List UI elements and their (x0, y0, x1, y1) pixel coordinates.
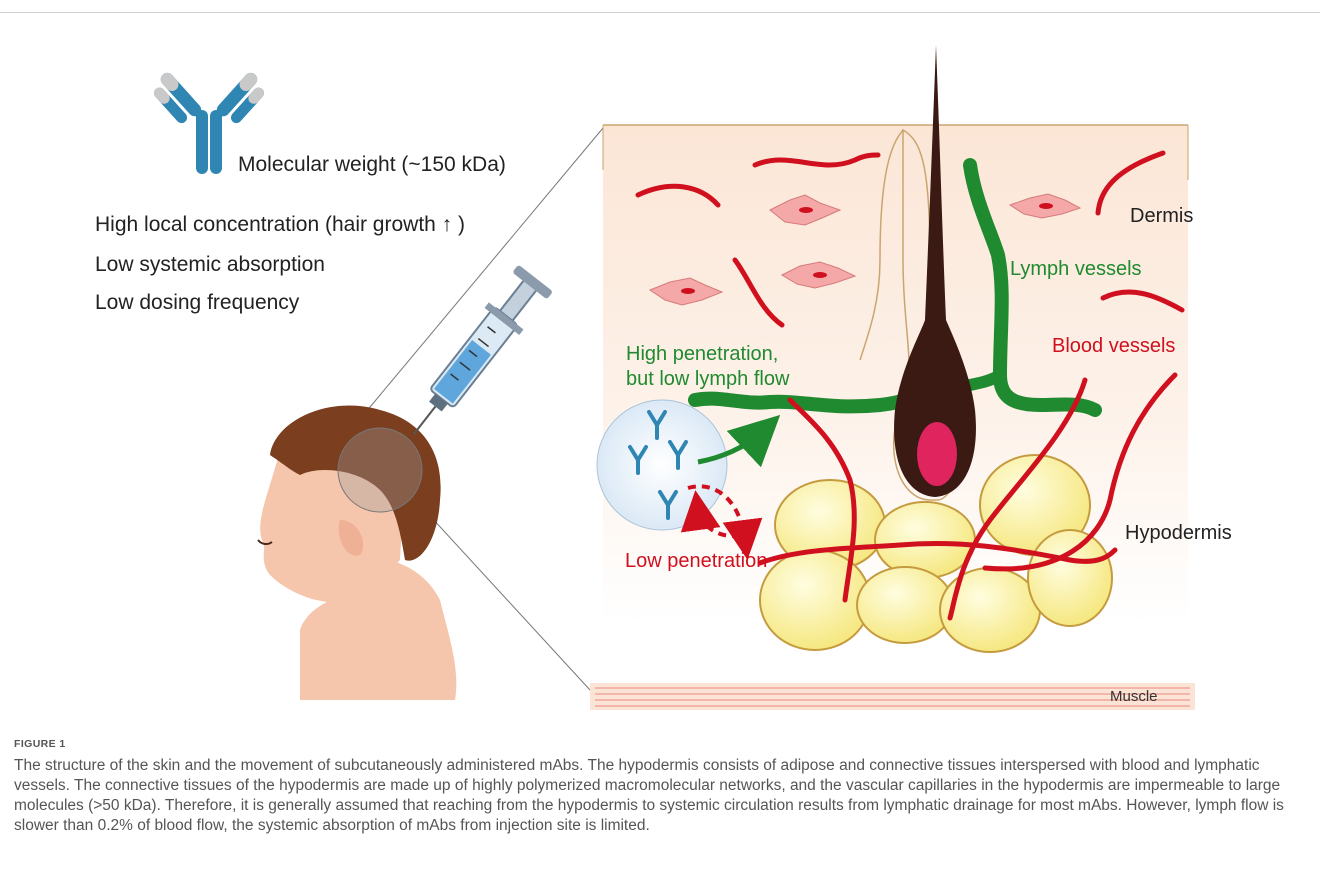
muscle-label: Muscle (1110, 688, 1158, 705)
benefit-low-dosing: Low dosing frequency (95, 291, 299, 315)
high-penetration-label: High penetration, (626, 343, 778, 366)
blood-vessels-label: Blood vessels (1052, 335, 1175, 358)
low-penetration-label: Low penetration (625, 550, 767, 573)
hypodermis-label: Hypodermis (1125, 522, 1232, 545)
figure-title: FIGURE 1 (14, 738, 1310, 750)
dermis-label: Dermis (1130, 205, 1193, 228)
low-lymph-flow-label: but low lymph flow (626, 368, 789, 391)
lymph-vessels-label: Lymph vessels (1010, 258, 1142, 281)
syringe-icon (396, 265, 553, 448)
molecular-weight-label: Molecular weight (~150 kDa) (238, 153, 506, 177)
benefit-low-absorption: Low systemic absorption (95, 253, 325, 277)
figure-caption: FIGURE 1 The structure of the skin and t… (14, 738, 1310, 836)
figure-caption-text: The structure of the skin and the moveme… (14, 756, 1310, 836)
head-illustration (258, 406, 456, 700)
benefit-local-concentration: High local concentration (hair growth ↑ … (95, 213, 465, 237)
muscle-layer (590, 683, 1195, 710)
injection-site-circle (597, 400, 727, 530)
